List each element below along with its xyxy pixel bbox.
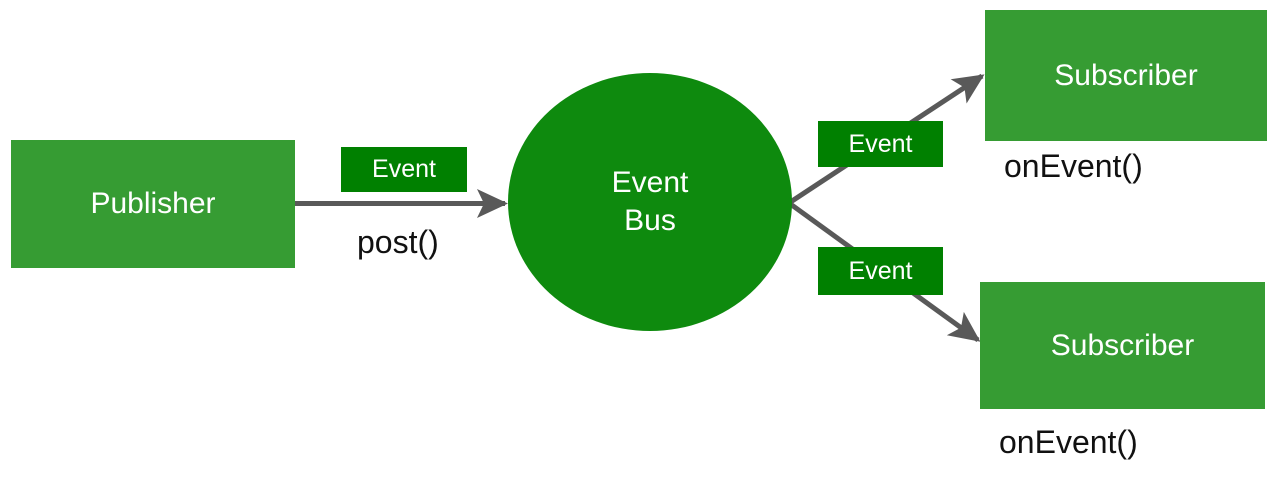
node-publisher[interactable]: Publisher	[11, 140, 295, 268]
edge-label-event-bottom[interactable]: Event	[818, 247, 943, 295]
node-subscriber-top[interactable]: Subscriber	[985, 10, 1267, 141]
caption-on-event-bottom: onEvent()	[999, 424, 1138, 460]
edge-label-event-post[interactable]: Event	[341, 147, 467, 192]
node-event-bus[interactable]: Event Bus	[508, 73, 792, 331]
node-event-bus-label-line2: Bus	[624, 204, 676, 237]
edge-label-event-bottom-text: Event	[848, 256, 913, 285]
node-event-bus-label-line1: Event	[611, 165, 689, 199]
caption-on-event-top: onEvent()	[1004, 148, 1143, 184]
node-subscriber-bottom[interactable]: Subscriber	[980, 282, 1265, 409]
node-publisher-label: Publisher	[90, 187, 216, 220]
node-subscriber-top-label: Subscriber	[1054, 58, 1198, 92]
caption-post-method: post()	[357, 224, 439, 260]
edge-label-event-top-text: Event	[848, 129, 913, 158]
edge-label-event-top[interactable]: Event	[818, 121, 943, 167]
node-subscriber-bottom-label: Subscriber	[1050, 328, 1195, 362]
edge-label-event-post-text: Event	[372, 155, 436, 183]
